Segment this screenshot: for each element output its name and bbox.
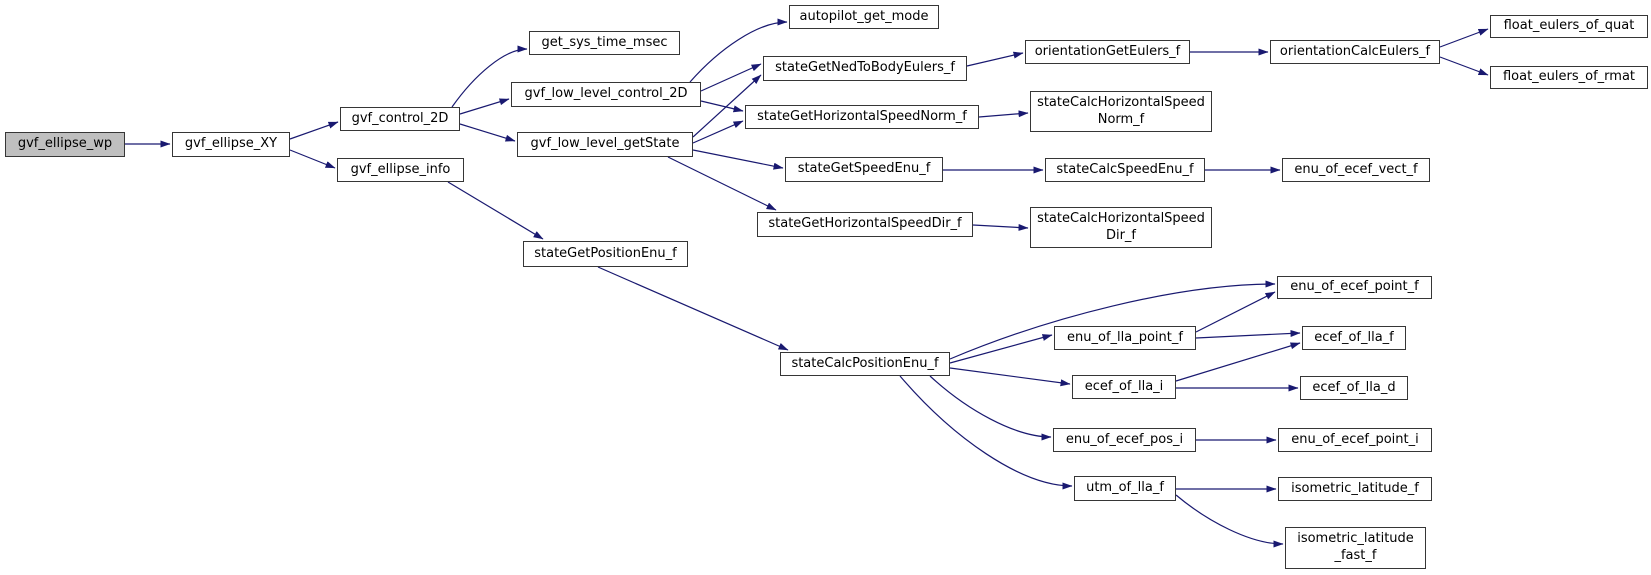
graph-node-stateCalcSpeedEnu_f[interactable]: stateCalcSpeedEnu_f [1045,158,1205,182]
graph-node-gvf_ellipse_XY[interactable]: gvf_ellipse_XY [172,132,290,157]
edge-gvf_low_level_control_2D-to-stateGetNedToBodyEulers_f [700,63,762,92]
graph-node-orientationGetEulers_f[interactable]: orientationGetEulers_f [1025,40,1190,64]
graph-node-stateCalcPositionEnu_f[interactable]: stateCalcPositionEnu_f [780,352,950,376]
edge-gvf_control_2D-to-get_sys_time_msec [451,45,528,108]
edge-stateCalcPositionEnu_f-to-ecef_of_lla_i [949,367,1071,387]
edge-utm_of_lla_f-to-isometric_latitude_fast_f [1175,494,1284,548]
edge-gvf_control_2D-to-gvf_low_level_control_2D [459,98,510,115]
edge-stateGetNedToBodyEulers_f-to-orientationGetEulers_f [966,51,1024,67]
edge-gvf_low_level_control_2D-to-autopilot_get_mode [689,18,788,83]
graph-node-gvf_low_level_control_2D[interactable]: gvf_low_level_control_2D [511,82,701,107]
graph-node-gvf_control_2D[interactable]: gvf_control_2D [340,107,460,131]
edge-stateCalcPositionEnu_f-to-enu_of_ecef_point_f [949,280,1276,360]
graph-node-float_eulers_of_rmat[interactable]: float_eulers_of_rmat [1490,66,1648,89]
graph-node-enu_of_ecef_vect_f[interactable]: enu_of_ecef_vect_f [1282,158,1430,182]
edge-stateCalcPositionEnu_f-to-enu_of_ecef_pos_i [929,375,1052,441]
graph-node-orientationCalcEulers_f[interactable]: orientationCalcEulers_f [1270,40,1440,64]
edge-gvf_control_2D-to-gvf_low_level_getState [459,123,516,142]
graph-node-stateGetHorizontalSpeedNorm_f[interactable]: stateGetHorizontalSpeedNorm_f [745,105,979,129]
graph-node-utm_of_lla_f[interactable]: utm_of_lla_f [1074,476,1176,501]
edge-gvf_low_level_getState-to-stateGetNedToBodyEulers_f [692,74,762,138]
graph-node-stateGetHorizontalSpeedDir_f[interactable]: stateGetHorizontalSpeedDir_f [757,212,973,237]
edge-enu_of_lla_point_f-to-enu_of_ecef_point_f [1195,291,1276,333]
edge-stateGetHorizontalSpeedDir_f-to-stateCalcHorizontalSpeedDir_f [972,223,1029,231]
graph-node-ecef_of_lla_f[interactable]: ecef_of_lla_f [1302,326,1406,350]
edge-gvf_low_level_getState-to-stateGetHorizontalSpeedDir_f [667,156,777,211]
edge-gvf_ellipse_info-to-stateGetPositionEnu_f [447,181,544,240]
graph-node-get_sys_time_msec[interactable]: get_sys_time_msec [529,31,680,55]
graph-node-stateGetSpeedEnu_f[interactable]: stateGetSpeedEnu_f [785,157,943,182]
graph-node-stateCalcHorizontalSpeedDir_f[interactable]: stateCalcHorizontalSpeed Dir_f [1030,207,1212,248]
edge-stateCalcPositionEnu_f-to-enu_of_lla_point_f [949,334,1053,364]
graph-node-isometric_latitude_f[interactable]: isometric_latitude_f [1278,477,1432,501]
graph-node-autopilot_get_mode[interactable]: autopilot_get_mode [789,5,939,29]
graph-node-stateGetPositionEnu_f[interactable]: stateGetPositionEnu_f [523,241,688,267]
edge-stateGetHorizontalSpeedNorm_f-to-stateCalcHorizontalSpeedNorm_f [978,110,1029,118]
graph-node-gvf_ellipse_info[interactable]: gvf_ellipse_info [337,158,464,182]
edge-orientationCalcEulers_f-to-float_eulers_of_quat [1439,28,1489,48]
graph-node-gvf_ellipse_wp: gvf_ellipse_wp [5,132,125,157]
graph-node-ecef_of_lla_i[interactable]: ecef_of_lla_i [1072,375,1176,399]
graph-node-ecef_of_lla_d[interactable]: ecef_of_lla_d [1300,376,1408,400]
edge-gvf_low_level_getState-to-stateGetHorizontalSpeedNorm_f [692,120,744,144]
graph-node-gvf_low_level_getState[interactable]: gvf_low_level_getState [517,132,693,157]
graph-node-enu_of_ecef_pos_i[interactable]: enu_of_ecef_pos_i [1053,428,1196,452]
edge-stateGetPositionEnu_f-to-stateCalcPositionEnu_f [597,266,789,351]
edge-ecef_of_lla_i-to-ecef_of_lla_f [1175,342,1301,382]
edge-orientationCalcEulers_f-to-float_eulers_of_rmat [1439,56,1489,76]
edge-enu_of_lla_point_f-to-ecef_of_lla_f [1195,329,1301,339]
graph-node-enu_of_ecef_point_i[interactable]: enu_of_ecef_point_i [1278,428,1432,452]
graph-node-stateCalcHorizontalSpeedNorm_f[interactable]: stateCalcHorizontalSpeed Norm_f [1030,91,1212,132]
graph-node-isometric_latitude_fast_f[interactable]: isometric_latitude _fast_f [1285,527,1426,569]
edge-gvf_low_level_control_2D-to-stateGetHorizontalSpeedNorm_f [700,100,744,113]
graph-node-float_eulers_of_quat[interactable]: float_eulers_of_quat [1490,15,1648,38]
graph-node-stateGetNedToBodyEulers_f[interactable]: stateGetNedToBodyEulers_f [763,56,967,81]
graph-node-enu_of_ecef_point_f[interactable]: enu_of_ecef_point_f [1277,276,1432,299]
graph-node-enu_of_lla_point_f[interactable]: enu_of_lla_point_f [1054,326,1196,350]
edge-gvf_ellipse_XY-to-gvf_ellipse_info [289,149,336,169]
edge-gvf_ellipse_XY-to-gvf_control_2D [289,121,339,140]
edge-stateCalcPositionEnu_f-to-utm_of_lla_f [899,375,1073,490]
edge-gvf_low_level_getState-to-stateGetSpeedEnu_f [692,149,784,170]
